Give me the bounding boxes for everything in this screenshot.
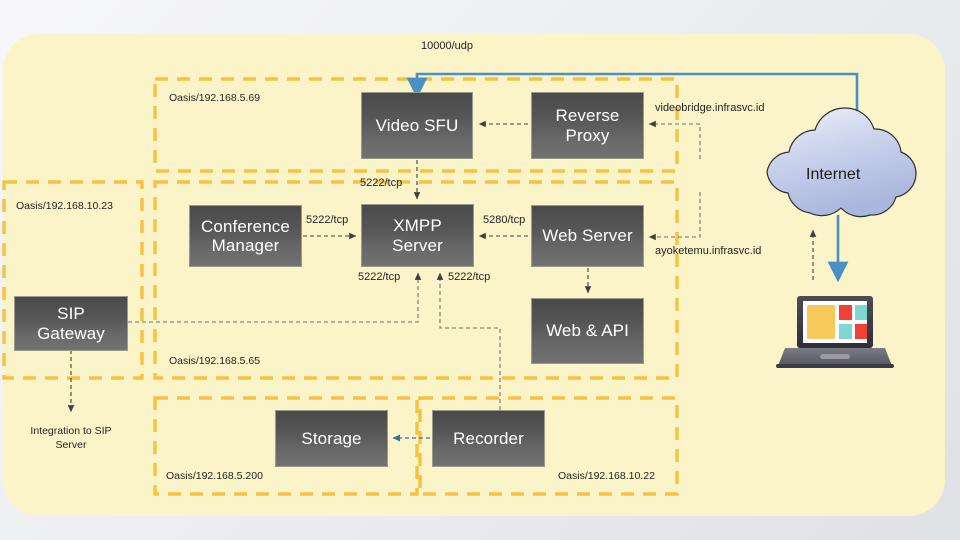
internet-cloud-icon	[766, 107, 917, 218]
zone-label-recorder: Oasis/192.168.10.22	[558, 470, 655, 482]
wire-recorder-to-xmpp	[436, 272, 501, 410]
port-label-sip-xmpp: 5222/tcp	[358, 271, 401, 283]
node-web-api[interactable]: Web & API	[531, 298, 644, 364]
node-recorder[interactable]: Recorder	[432, 410, 545, 467]
node-label-recorder: Recorder	[453, 428, 524, 448]
port-label-web-xmpp: 5280/tcp	[483, 214, 526, 226]
node-xmpp-server[interactable]: XMPP Server	[361, 204, 474, 267]
port-label-sfu-xmpp: 5222/tcp	[360, 177, 403, 189]
internet-cloud-label: Internet	[806, 166, 861, 183]
node-label-conference-manager: Conference Manager	[201, 216, 290, 255]
wire-ayoketemu	[648, 192, 701, 241]
wire-sip-to-xmpp	[128, 272, 422, 323]
node-label-storage: Storage	[301, 428, 362, 448]
port-label-wan-udp: 10000/udp	[421, 40, 473, 52]
node-storage[interactable]: Storage	[275, 410, 388, 467]
node-label-video-sfu: Video SFU	[375, 115, 459, 135]
node-label-web-api: Web & API	[546, 321, 629, 341]
domain-label-ayoketemu: ayoketemu.infrasvc.id	[655, 245, 762, 257]
wire-internet-to-sfu	[406, 72, 859, 140]
domain-label-videobridge: videobridge.infrasvc.id	[655, 102, 765, 114]
zone-label-sip: Oasis/192.168.10.23	[16, 200, 113, 212]
node-conference-manager[interactable]: Conference Manager	[189, 205, 302, 267]
port-label-recorder-xmpp: 5222/tcp	[448, 271, 491, 283]
node-video-sfu[interactable]: Video SFU	[361, 92, 473, 159]
node-label-xmpp-server: XMPP Server	[392, 216, 443, 255]
node-web-server[interactable]: Web Server	[531, 205, 644, 267]
zone-rect-sip	[2, 180, 144, 380]
port-label-conf-xmpp: 5222/tcp	[306, 214, 349, 226]
zone-rect-storage	[153, 396, 419, 496]
node-sip-gateway[interactable]: SIP Gateway	[14, 296, 128, 351]
zone-label-storage: Oasis/192.168.5.200	[166, 470, 263, 482]
node-reverse-proxy[interactable]: Reverse Proxy	[531, 92, 644, 159]
node-label-sip-gateway: SIP Gateway	[37, 304, 105, 343]
wire-videobridge	[648, 120, 701, 159]
laptop-icon	[776, 296, 894, 368]
node-label-reverse-proxy: Reverse Proxy	[555, 106, 620, 145]
node-label-web-server: Web Server	[542, 226, 633, 246]
sip-integration-note: Integration to SIP Server	[30, 425, 112, 452]
zone-rect-core	[153, 180, 679, 380]
zone-label-sfu: Oasis/192.168.5.69	[169, 92, 261, 104]
zone-label-core: Oasis/192.168.5.65	[169, 355, 261, 367]
